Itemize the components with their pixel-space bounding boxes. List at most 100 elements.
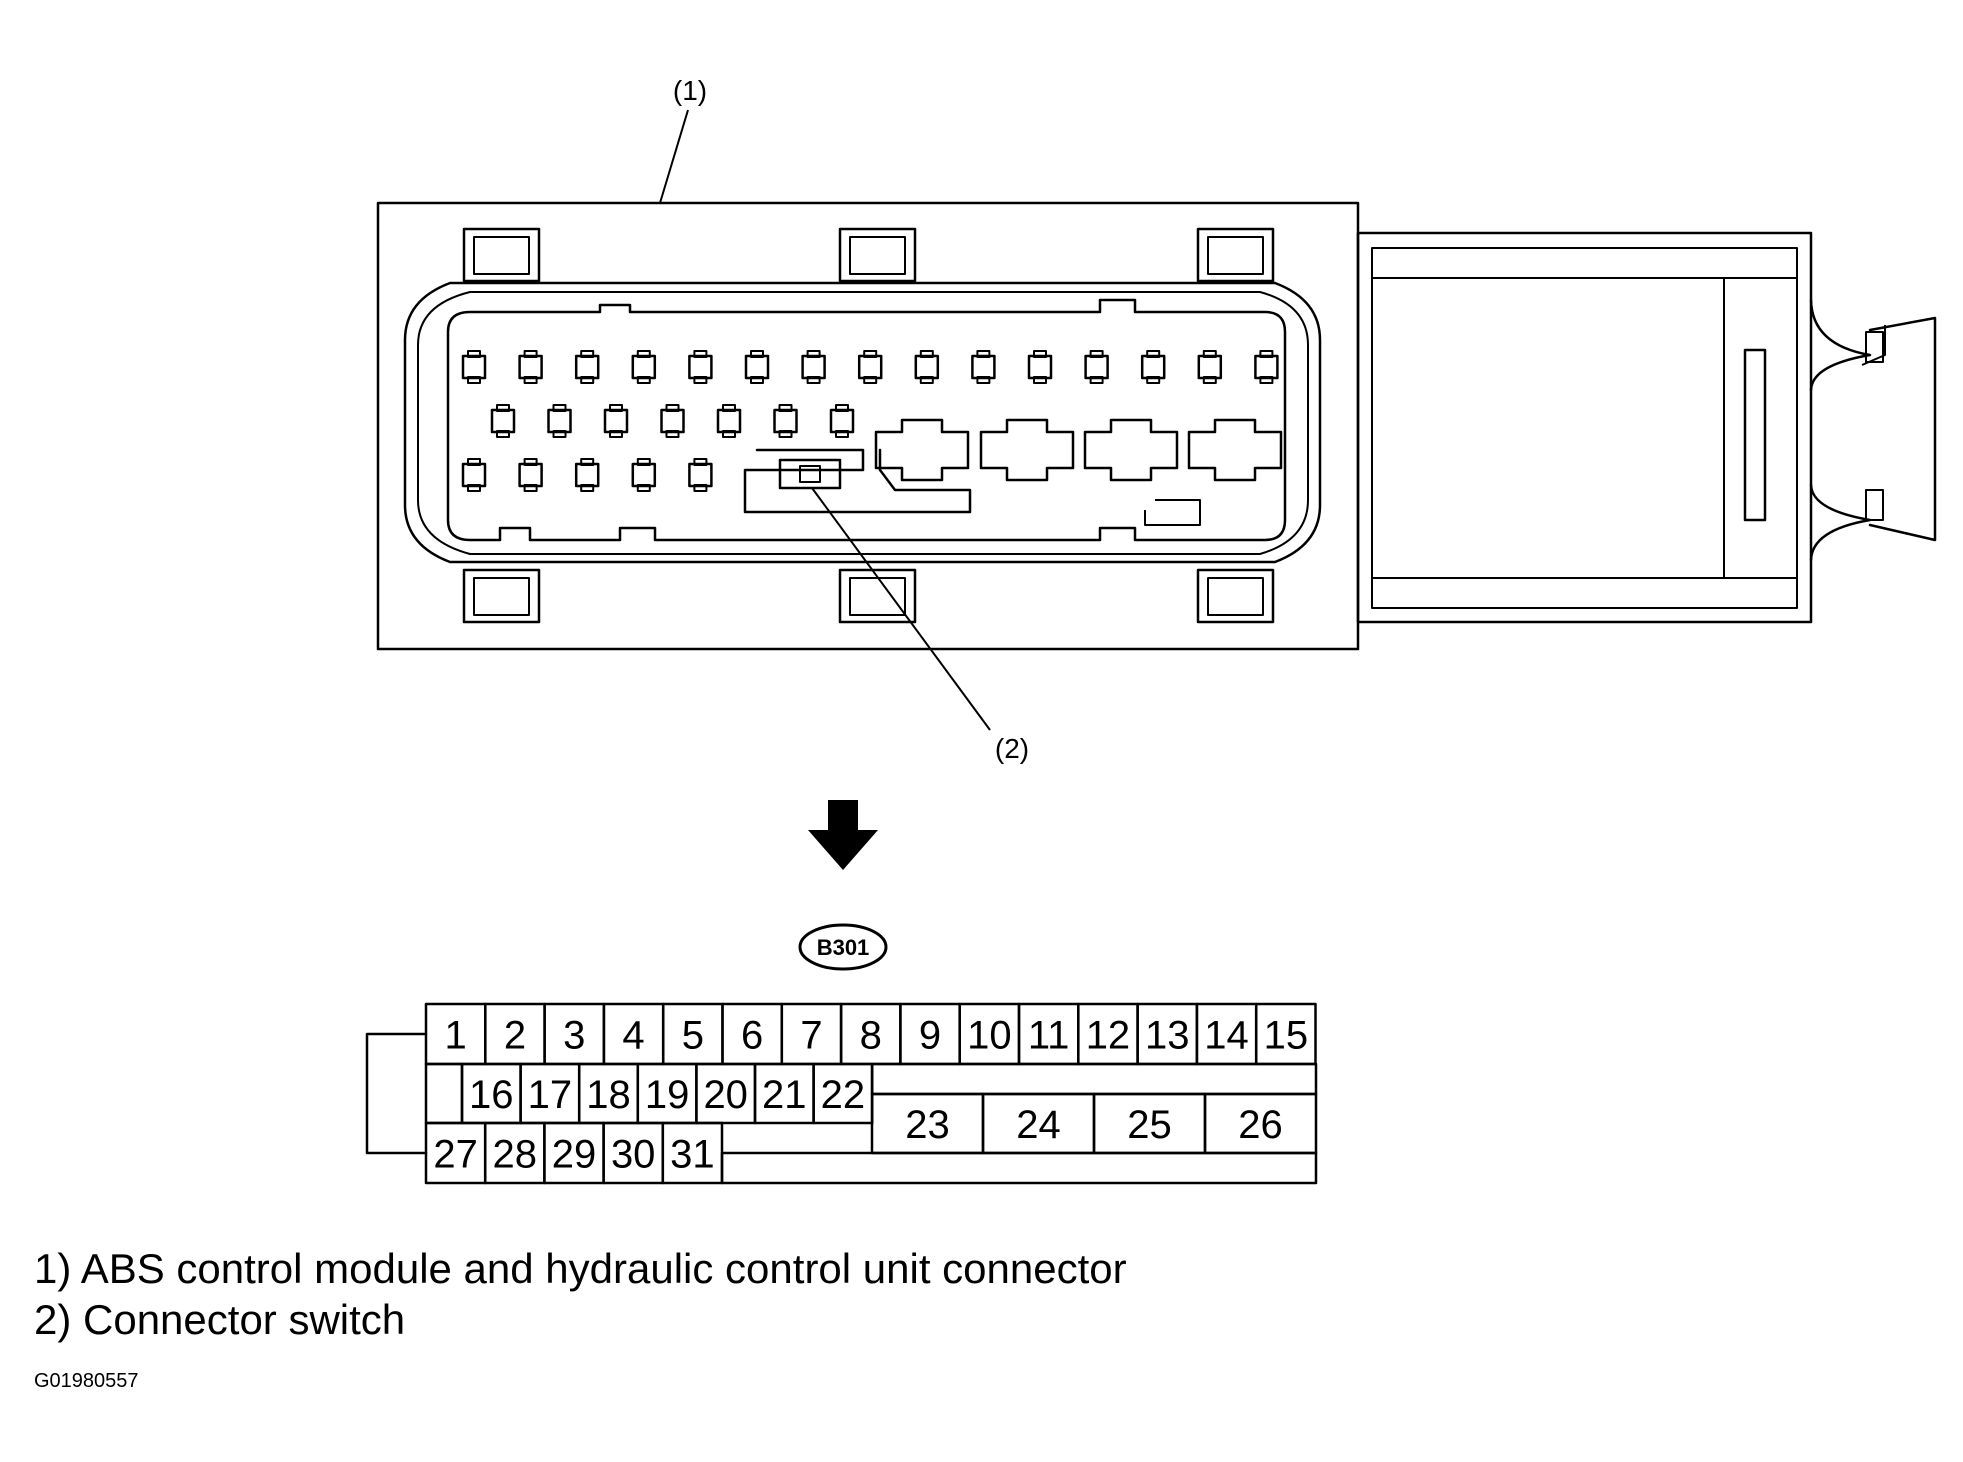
cavity [1140, 350, 1166, 384]
cavity [490, 404, 516, 438]
cavity [857, 350, 883, 384]
pin-cell: 15 [1254, 1002, 1317, 1066]
cavity [688, 458, 713, 492]
pin-cell: 18 [577, 1062, 640, 1125]
pin-number: 8 [860, 1013, 882, 1057]
pin-cell: 26 [1203, 1092, 1318, 1155]
pin-cell: 11 [1017, 1002, 1080, 1066]
cavity [971, 350, 996, 384]
legend-item-1: 1) ABS control module and hydraulic cont… [34, 1245, 1127, 1292]
pin-cell: 16 [460, 1062, 522, 1125]
connector-code: B301 [817, 935, 870, 960]
cavity [518, 458, 543, 492]
pin-number: 31 [670, 1132, 715, 1176]
figure-id: G01980557 [34, 1370, 139, 1392]
pin-number: 14 [1204, 1013, 1249, 1057]
down-arrow-icon [808, 800, 878, 870]
pin-number: 16 [469, 1073, 514, 1117]
cavity [829, 404, 855, 438]
cavity [461, 458, 487, 492]
leader-line-1 [659, 109, 689, 204]
pin-number: 24 [1016, 1103, 1061, 1147]
pin-cell: 12 [1077, 1002, 1139, 1066]
cavity [547, 404, 572, 438]
cavity [1254, 350, 1279, 384]
pin-cell: 5 [661, 1002, 724, 1066]
pin-number: 13 [1145, 1013, 1190, 1057]
pin-number: 21 [762, 1073, 807, 1117]
pin-number: 11 [1028, 1013, 1070, 1057]
pin-cell: 29 [543, 1121, 605, 1185]
pin-cell: 13 [1136, 1002, 1199, 1066]
pin-number: 22 [821, 1073, 866, 1117]
pin-cell: 14 [1195, 1002, 1258, 1066]
pin-cell: 25 [1092, 1092, 1207, 1155]
leader-line-2 [811, 487, 991, 731]
pin-number: 7 [800, 1013, 822, 1057]
pin-cell: 2 [484, 1002, 546, 1066]
pin-cell: 7 [780, 1002, 843, 1066]
pin-cell: 21 [753, 1062, 815, 1125]
cavity-row-1 [461, 350, 1279, 384]
pin-number: 9 [919, 1013, 941, 1057]
cavity [518, 350, 543, 384]
pin-number: 15 [1264, 1013, 1309, 1057]
cavity [574, 458, 600, 492]
pin-cell: 23 [870, 1092, 985, 1155]
pin-number: 5 [682, 1013, 704, 1057]
pin-cell: 22 [812, 1062, 874, 1125]
pin-number: 19 [645, 1073, 690, 1117]
cavity [631, 350, 657, 384]
pin-cell: 8 [839, 1002, 902, 1066]
pin-number: 3 [563, 1013, 585, 1057]
pin-cell: 31 [661, 1121, 724, 1185]
cavity [603, 404, 629, 438]
pin-number: 26 [1238, 1103, 1283, 1147]
legend: 1) ABS control module and hydraulic cont… [34, 1243, 1127, 1345]
pin-number: 28 [493, 1132, 538, 1176]
pin-cell: 19 [636, 1062, 698, 1125]
cavity [631, 458, 657, 492]
pin-number: 20 [703, 1073, 748, 1117]
pin-cell: 28 [483, 1121, 546, 1185]
pin-number: 25 [1127, 1103, 1172, 1147]
cavity [461, 350, 487, 384]
pin-cell: 4 [602, 1002, 665, 1066]
pin-number: 12 [1086, 1013, 1131, 1057]
cavity [660, 404, 685, 438]
pin-cell: 24 [981, 1092, 1096, 1155]
cavity-large-row [874, 418, 1283, 482]
pin-row-large: 23 24 25 26 [870, 1092, 1318, 1155]
pin-number: 23 [905, 1103, 950, 1147]
callout-2: (2) [995, 733, 1029, 764]
cavity [1197, 350, 1223, 384]
pin-number: 6 [741, 1013, 763, 1057]
pin-number: 27 [433, 1132, 478, 1176]
pin-cell: 10 [958, 1002, 1021, 1066]
cavity-row-3 [461, 458, 713, 492]
cavity-row-2 [490, 404, 855, 438]
pin-number: 1 [445, 1013, 467, 1057]
cavity [773, 404, 798, 438]
connector-housing [376, 201, 1937, 651]
pin-cell: 1 [424, 1002, 487, 1066]
pin-row-3: 27 28 29 30 31 [424, 1121, 724, 1185]
pin-cell: 3 [543, 1002, 606, 1066]
cavity [744, 350, 770, 384]
legend-item-2: 2) Connector switch [34, 1296, 406, 1343]
pin-cell: 9 [899, 1002, 961, 1066]
cavity [1084, 350, 1109, 384]
pin-cell: 20 [695, 1062, 757, 1125]
cavity [688, 350, 713, 384]
cavity [1027, 350, 1053, 384]
pin-number: 10 [967, 1013, 1012, 1057]
large-cavity [1083, 418, 1179, 482]
pin-number: 2 [504, 1013, 526, 1057]
pin-number: 30 [611, 1132, 656, 1176]
pin-cell: 6 [721, 1002, 784, 1066]
pin-number: 29 [552, 1132, 597, 1176]
cavity [574, 350, 600, 384]
